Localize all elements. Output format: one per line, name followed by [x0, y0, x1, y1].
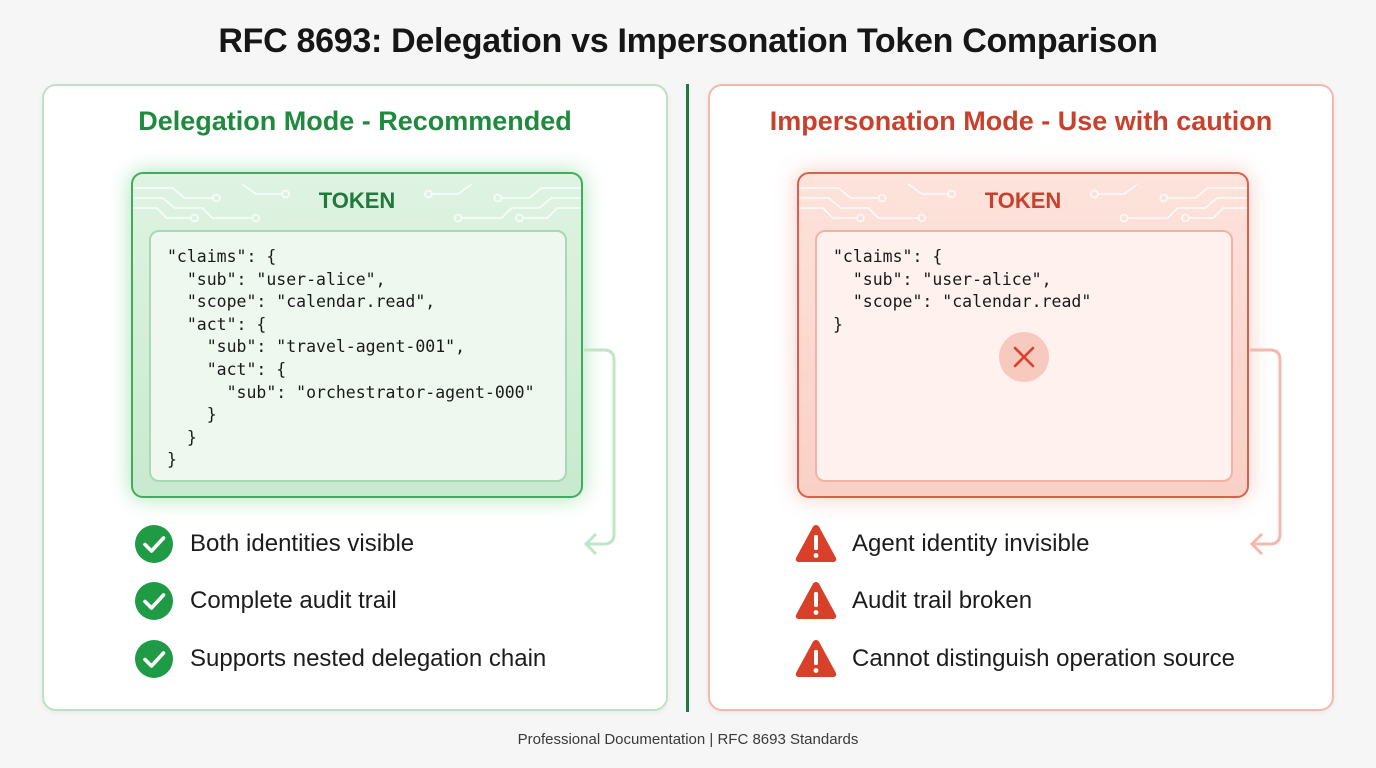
impersonation-heading: Impersonation Mode - Use with caution [769, 106, 1273, 136]
list-item-label: Audit trail broken [852, 587, 1033, 614]
circuit-decoration-icon [799, 183, 1247, 223]
claims-code: "claims": { "sub": "user-alice", "scope"… [833, 247, 1092, 334]
claims-box: "claims": { "sub": "user-alice", "scope"… [149, 230, 567, 482]
return-arrow-icon [1249, 348, 1282, 556]
x-mark-icon [999, 332, 1049, 382]
list-item: Complete audit trail [132, 579, 652, 623]
list-item-label: Agent identity invisible [852, 530, 1090, 557]
token-label: TOKEN [318, 188, 396, 213]
list-item-label: Supports nested delegation chain [190, 645, 547, 672]
check-circle-icon [135, 640, 173, 678]
list-item: Cannot distinguish operation source [794, 637, 1314, 681]
delegation-token-card: TOKEN "claims": { "sub": "user-alice", "… [131, 172, 583, 498]
impersonation-panel: Impersonation Mode - Use with caution TO… [708, 84, 1334, 711]
check-circle-icon [135, 582, 173, 620]
check-circle-icon [135, 525, 173, 563]
warning-triangle-icon [795, 525, 837, 562]
delegation-heading: Delegation Mode - Recommended [138, 106, 572, 136]
delegation-panel: Delegation Mode - Recommended TOKEN "cla… [42, 84, 668, 711]
warning-triangle-icon [795, 640, 837, 677]
list-item: Audit trail broken [794, 579, 1314, 623]
divider [686, 84, 689, 712]
claims-code: "claims": { "sub": "user-alice", "scope"… [167, 247, 535, 470]
list-item-label: Both identities visible [190, 530, 415, 557]
list-item-label: Cannot distinguish operation source [852, 645, 1235, 672]
list-item: Both identities visible [132, 522, 652, 566]
list-item: Agent identity invisible [794, 522, 1314, 566]
list-item: Supports nested delegation chain [132, 637, 652, 681]
return-arrow-icon [583, 348, 616, 556]
token-label: TOKEN [984, 188, 1062, 213]
page-title: RFC 8693: Delegation vs Impersonation To… [218, 22, 1158, 60]
circuit-decoration-icon [133, 183, 581, 223]
impersonation-token-card: TOKEN "claims": { "sub": "user-alice", "… [797, 172, 1249, 498]
claims-box: "claims": { "sub": "user-alice", "scope"… [815, 230, 1233, 482]
warning-triangle-icon [795, 582, 837, 619]
list-item-label: Complete audit trail [190, 587, 397, 614]
footer-caption: Professional Documentation | RFC 8693 St… [517, 731, 859, 748]
